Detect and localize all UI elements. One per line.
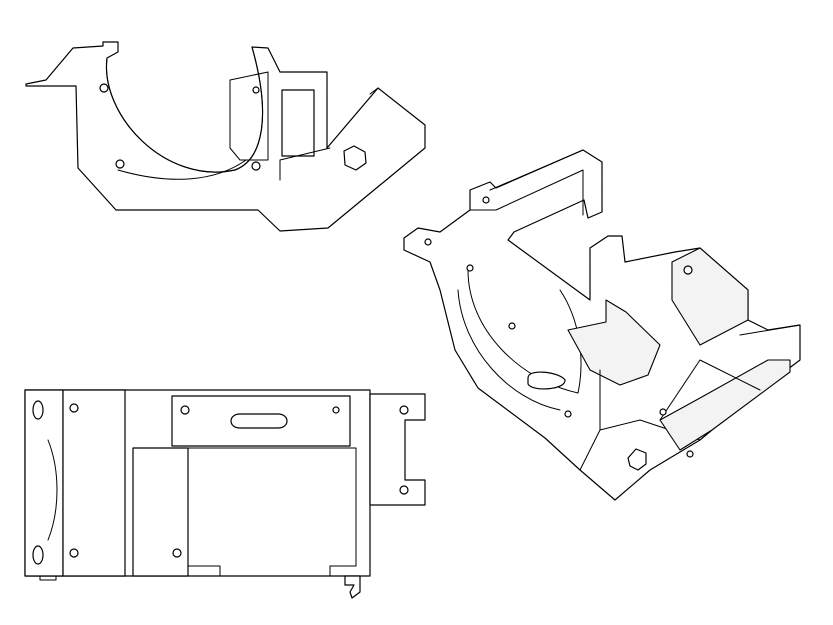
front-left-slot-bottom bbox=[32, 545, 44, 565]
front-bar-slot bbox=[230, 413, 288, 429]
front-block-hole bbox=[172, 548, 182, 558]
front-hole-bl bbox=[69, 548, 79, 558]
side-view-step bbox=[279, 87, 379, 181]
side-view-hole-3 bbox=[251, 161, 261, 171]
iso-hole-3 bbox=[466, 264, 474, 272]
isometric-view bbox=[403, 149, 801, 501]
iso-bracket-hole bbox=[683, 265, 693, 275]
front-column bbox=[62, 389, 126, 577]
iso-hole-7 bbox=[686, 450, 694, 458]
front-bar-hole-left bbox=[180, 405, 190, 415]
side-view-hole-1 bbox=[99, 83, 109, 93]
side-view-motor-arc bbox=[106, 46, 264, 173]
front-left-slot-top bbox=[32, 400, 44, 420]
iso-hole-6 bbox=[659, 408, 667, 416]
front-view bbox=[24, 389, 426, 599]
iso-inner-arc bbox=[457, 289, 561, 411]
front-tab-hole-bottom bbox=[399, 485, 409, 495]
iso-hole-2 bbox=[482, 196, 490, 204]
iso-motor-arc bbox=[467, 269, 582, 394]
iso-end-diagonal bbox=[659, 324, 801, 421]
side-view-hole-4 bbox=[252, 86, 260, 94]
iso-rail bbox=[469, 149, 584, 216]
front-hole-tl bbox=[69, 403, 79, 413]
side-view-hex-nut bbox=[343, 145, 367, 171]
iso-hole-4 bbox=[508, 322, 516, 330]
side-view bbox=[25, 41, 426, 232]
front-tab-hole-top bbox=[399, 405, 409, 415]
front-bar-hole-right bbox=[332, 406, 340, 414]
front-right-tab bbox=[369, 393, 426, 506]
iso-hex-nut bbox=[627, 448, 647, 471]
side-view-hole-2 bbox=[115, 159, 125, 169]
front-clip bbox=[344, 575, 361, 599]
front-lower-block bbox=[132, 447, 189, 577]
front-inner-cutout bbox=[187, 447, 357, 577]
side-view-outline bbox=[25, 41, 426, 232]
side-view-slot bbox=[281, 89, 315, 157]
side-view-inner-arc bbox=[117, 159, 247, 180]
iso-hole-1 bbox=[424, 238, 432, 246]
iso-slot-oval bbox=[527, 371, 566, 390]
front-left-curve bbox=[47, 439, 58, 541]
iso-end-plate bbox=[659, 359, 791, 451]
side-view-bracket bbox=[229, 71, 269, 161]
iso-hole-5 bbox=[564, 410, 572, 418]
front-base-lines bbox=[24, 575, 371, 581]
